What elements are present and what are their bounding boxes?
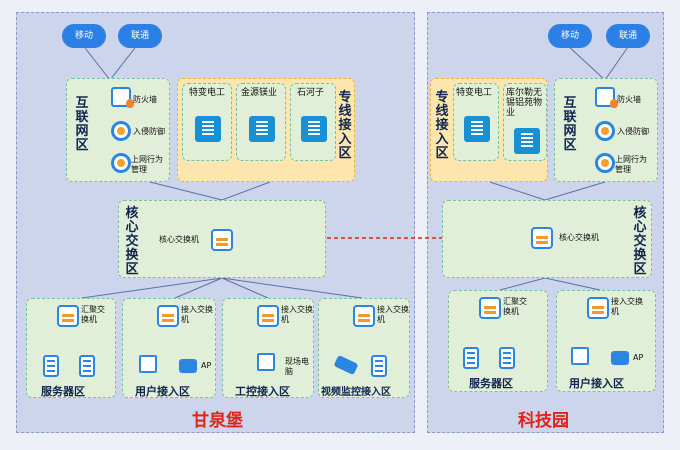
building-icon [195,116,221,142]
ips-icon [111,121,131,141]
behavior-mgmt-icon [111,153,131,173]
left-server-zone: 汇聚交换机 服务器区 [26,298,116,398]
dedicated-tebian-right: 特变电工 [453,83,499,161]
server-icon [79,355,95,377]
building-icon [464,116,490,142]
core-switch-icon [211,229,233,251]
right-site-title: 科技园 [518,411,569,431]
server-icon [43,355,59,377]
server-icon [499,347,515,369]
right-dedicated-zone: 专线接入区 特变电工 库尔勒无锡铝苑物业 [430,78,548,182]
pc-icon [571,347,589,365]
camera-icon [333,354,359,376]
server-icon [463,347,479,369]
cloud-mobile-right: 移动 [548,15,592,48]
nvr-icon [371,355,387,377]
right-user-zone: 接入交换机 AP 用户接入区 [556,290,656,392]
cloud-unicom-left: 联通 [118,15,162,48]
ap-icon [179,359,197,373]
right-internet-zone: 互联网区 防火墙 入侵防御 上网行为管理 [554,78,658,182]
access-switch-icon [353,305,375,327]
dedicated-kuerle: 库尔勒无锡铝苑物业 [503,83,547,161]
left-internet-zone: 互联网区 防火墙 入侵防御 上网行为管理 [66,78,170,182]
left-ics-zone: 接入交换机 现场电脑 工控接入区 [222,298,314,398]
field-pc-icon [257,353,275,371]
behavior-mgmt-icon [595,153,615,173]
left-dedicated-zone: 特变电工 金源镁业 石河子 专线接入区 [177,78,355,182]
access-switch-icon [257,305,279,327]
aggregation-switch-icon [479,297,501,319]
left-user-zone: 接入交换机 AP 用户接入区 [122,298,216,398]
building-icon [249,116,275,142]
dedicated-tebian: 特变电工 [182,83,232,161]
left-site-title: 甘泉堡 [192,411,243,431]
left-dedicated-zone-title: 专线接入区 [338,90,352,161]
left-internet-zone-title: 互联网区 [75,96,89,153]
ap-icon [611,351,629,365]
access-switch-icon [587,297,609,319]
right-core-zone: 核心交换机 核心交换区 [442,200,652,278]
access-switch-icon [157,305,179,327]
right-server-zone: 汇聚交换机 服务器区 [448,290,548,392]
aggregation-switch-icon [57,305,79,327]
firewall-icon [111,87,134,108]
left-video-zone: 接入交换机 视频监控接入区 [318,298,410,398]
building-icon [514,128,540,154]
ips-icon [595,121,615,141]
dedicated-shihezi: 石河子 [290,83,336,161]
building-icon [301,116,327,142]
pc-icon [139,355,157,373]
firewall-icon [595,87,618,108]
dedicated-jinyuan: 金源镁业 [236,83,286,161]
left-core-zone: 核心交换区 核心交换机 [118,200,326,278]
cloud-unicom-right: 联通 [606,15,650,48]
core-switch-icon [531,227,553,249]
cloud-mobile-left: 移动 [62,15,106,48]
